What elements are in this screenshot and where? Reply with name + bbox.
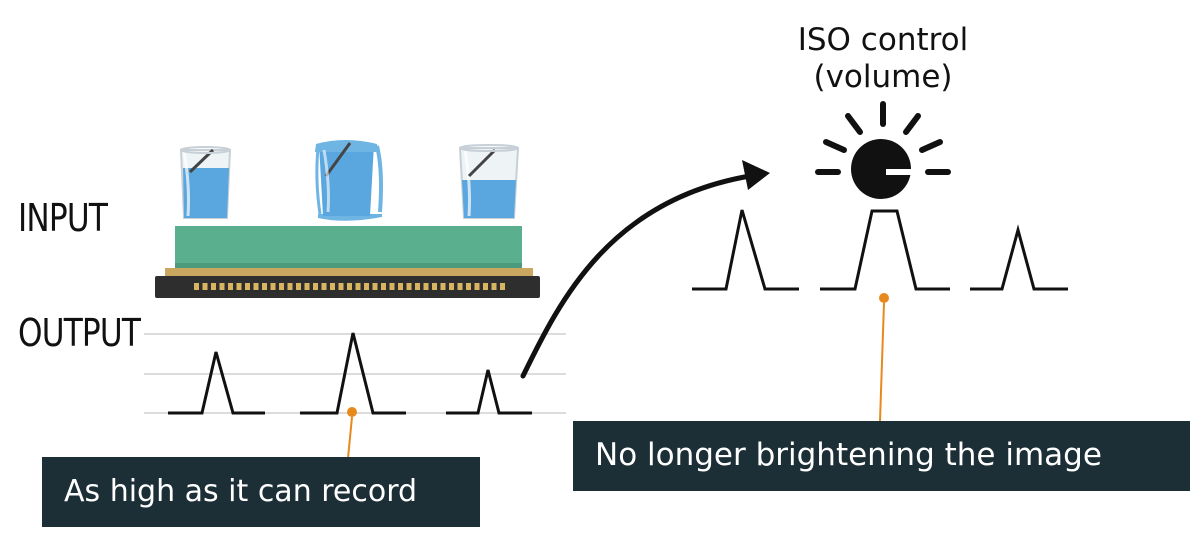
sensor-pin <box>474 283 480 290</box>
sensor-pin <box>483 283 488 290</box>
bucket-icon <box>458 144 520 219</box>
sensor-pin <box>245 283 250 290</box>
sensor-pin <box>262 283 267 290</box>
input-label: INPUT <box>18 196 108 240</box>
sensor-pin <box>194 283 199 290</box>
pointer-left <box>347 407 357 459</box>
sensor-pin <box>304 283 310 290</box>
sensor-pin <box>406 283 412 290</box>
sensor-pin <box>398 283 403 290</box>
output-label: OUTPUT <box>18 311 141 355</box>
sensor-pin <box>347 283 352 290</box>
caption-left-text: As high as it can record <box>64 474 418 509</box>
sensor-pin <box>296 283 301 290</box>
sensor-pins <box>194 283 505 290</box>
caption-no-brightening: No longer brightening the image <box>573 421 1190 491</box>
sensor-pin <box>381 283 386 290</box>
sensor-pin <box>228 283 233 290</box>
sensor-pin <box>321 283 327 290</box>
sensor-pin <box>330 283 335 290</box>
image-sensor <box>155 226 540 298</box>
caption-recording-limit: As high as it can record <box>42 457 480 527</box>
sensor-pin <box>355 283 361 290</box>
sensor-pin <box>287 283 293 290</box>
sensor-pin <box>389 283 395 290</box>
sensor-pin <box>202 283 208 290</box>
sensor-pin <box>457 283 463 290</box>
sensor-pin <box>440 283 446 290</box>
iso-knob-icon <box>815 101 951 199</box>
overflowing-bucket-icon <box>315 140 383 221</box>
sensor-pin <box>372 283 378 290</box>
sensor-pin <box>491 283 497 290</box>
sensor-pin <box>415 283 420 290</box>
sensor-pin <box>236 283 242 290</box>
sensor-pin <box>364 283 369 290</box>
sensor-pin <box>432 283 437 290</box>
sensor-pin <box>313 283 318 290</box>
sensor-pin <box>423 283 429 290</box>
sensor-pin <box>466 283 471 290</box>
pointer-right <box>879 293 889 422</box>
sensor-pin <box>500 283 505 290</box>
output-graph <box>144 332 566 415</box>
iso-control-label: ISO control (volume) <box>797 22 969 95</box>
bucket-icon <box>179 146 232 219</box>
amplified-output <box>692 209 1068 291</box>
sensor-pin <box>270 283 276 290</box>
sensor-pin <box>219 283 225 290</box>
sensor-pin <box>449 283 454 290</box>
sensor-pin <box>253 283 259 290</box>
sensor-pin <box>211 283 216 290</box>
sensor-pin <box>338 283 344 290</box>
caption-right-text: No longer brightening the image <box>595 437 1102 473</box>
sensor-pin <box>279 283 284 290</box>
curved-arrow-icon <box>520 160 770 379</box>
